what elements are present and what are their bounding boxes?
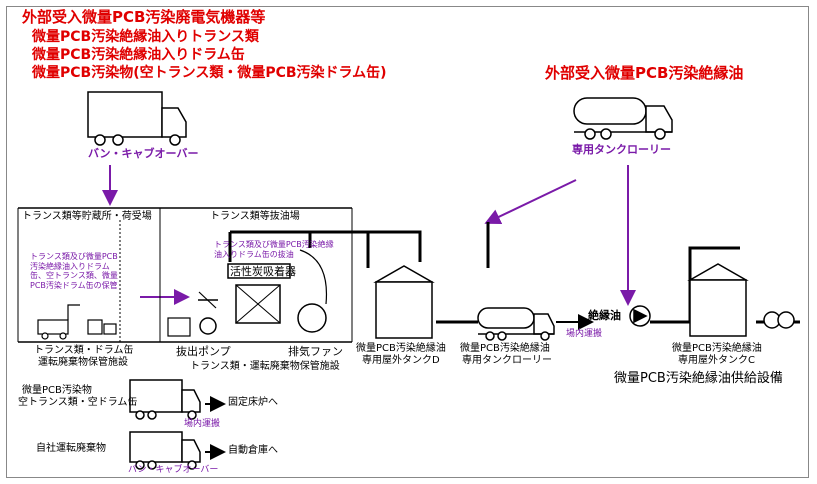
external-oil-title: 外部受入微量PCB汚染絶縁油 [545,64,744,82]
drain-area-title: トランス類等抜油場 [210,211,300,222]
truck-row1-icon [129,379,201,420]
flow-arrows [102,165,636,306]
diagram-frame [6,6,809,478]
outgoing-transport-label: 場内運搬 [184,419,221,429]
van2-label: バン・キャブオーバー [128,465,219,475]
activated-carbon-label: 活性炭吸着器 [230,265,296,278]
drain-note: トランス類及び微量PCB汚染絶縁油入りドラム缶の抜油 [214,240,334,259]
outgoing-row1-line1: 微量PCB汚染物 [22,385,92,396]
intake-item-1: 微量PCB汚染絶縁油入りトランス類 [32,29,259,45]
storage-area [17,207,160,343]
drain-area [159,207,353,343]
pump-label: 抜出ポンプ [176,345,231,358]
tank-lorry-label: 専用タンクローリー [572,143,671,156]
supply-facility-label: 微量PCB汚染絶縁油供給設備 [614,371,783,386]
storage-facility-label-2: 運転廃棄物保管施設 [38,357,128,368]
insulating-oil-label: 絶縁油 [588,309,621,322]
tank-d-label-2: 専用屋外タンクD [362,355,440,366]
onsite-transport-label: 場内運搬 [566,329,603,339]
destination-arrows [205,396,226,460]
tank-c-icon [687,263,749,337]
outgoing-row1-dest: 固定床炉へ [228,397,278,408]
tank-lorry-2-label-2: 専用タンクローリー [462,355,552,366]
tank-d-label-1: 微量PCB汚染絶縁油 [356,343,446,354]
tank-lorry-2-label-1: 微量PCB汚染絶縁油 [460,343,550,354]
storage-facility-label-1: トランス類・ドラム缶 [34,345,134,356]
intake-item-3: 微量PCB汚染物(空トランス類・微量PCB汚染ドラム缶) [32,65,387,81]
external-intake-title: 外部受入微量PCB汚染廃電気機器等 [22,8,266,26]
intake-item-2: 微量PCB汚染絶縁油入りドラム缶 [32,47,245,63]
storage-area-title: トランス類等貯蔵所・荷受場 [22,211,152,222]
van-truck-icon [87,91,187,146]
flow-meter-icon [763,311,795,329]
tank-lorry-icon [573,97,673,140]
outgoing-row2-label: 自社運転廃棄物 [36,443,106,454]
truck-row2-icon [129,431,201,470]
outgoing-row2-dest: 自動倉庫へ [228,445,278,456]
tank-c-label-2: 専用屋外タンクC [678,355,755,366]
van-label: バン・キャブオーバー [88,147,199,160]
tank-d-icon [373,265,435,339]
tank-lorry-2-icon [477,307,555,341]
pump-icon [629,305,651,327]
tank-c-label-1: 微量PCB汚染絶縁油 [672,343,762,354]
outgoing-row1-line2: 空トランス類・空ドラム缶 [18,397,138,408]
fan-label: 排気ファン [288,345,343,358]
piping [228,222,800,330]
waste-storage-label: トランス類・運転廃棄物保管施設 [190,361,340,372]
storage-note: トランス類及び微量PCB汚染絶縁油入りドラム缶、空トランス類、微量PCB汚染ドラ… [30,252,118,290]
